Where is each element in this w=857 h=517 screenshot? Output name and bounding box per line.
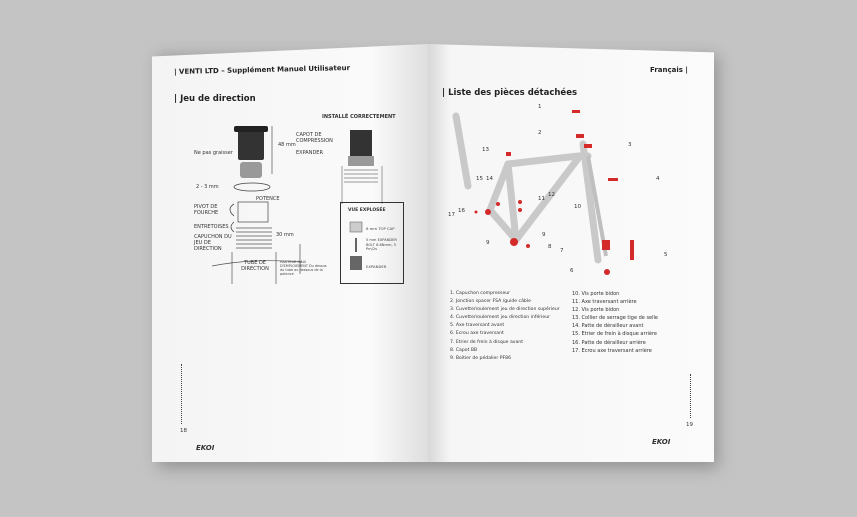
list-item: 2. Jonction spacer FSA /guide câble (450, 299, 531, 305)
section-title: | Liste des pièces détachées (442, 88, 578, 98)
callout-9: 9 (486, 240, 490, 246)
list-item: 6. Ecrou axe traversant (450, 331, 504, 337)
list-item: 16. Patte de dérailleur arrière (572, 339, 646, 346)
parts-list-col1: 1. Capuchon compresseur 2. Jonction spac… (450, 290, 560, 363)
section-title: | Jeu de direction (174, 94, 256, 104)
left-page: | VENTI LTD – Supplément Manuel Utilisat… (152, 44, 428, 462)
parts-list-col2: 10. Vis porte bidon 11. Axe traversant a… (572, 290, 658, 355)
label-48mm: 48 mm (278, 142, 296, 148)
list-item: 9. Boitier de pédalier PF86 (450, 355, 511, 361)
list-item: 1. Capuchon compresseur (450, 291, 511, 296)
exploded-view-box (340, 202, 404, 284)
exploded-title: VUE EXPLOSÉE (348, 208, 386, 213)
callout-10: 10 (574, 204, 581, 210)
callout-16: 16 (458, 208, 465, 214)
callout-4: 4 (656, 176, 660, 182)
exploded-top-cap: 6 mm TOP CAP (366, 226, 395, 231)
label-head-tube: TUBE DE DIRECTION (241, 260, 269, 272)
page-number: 19 (686, 422, 693, 428)
list-item: 12. Vis porte bidon (572, 307, 620, 314)
callout-17: 17 (448, 212, 455, 218)
list-item: 10. Vis porte bidon (572, 291, 620, 297)
callout-2: 2 (538, 130, 542, 136)
label-spacers: ENTRETOISES (194, 224, 229, 230)
callout-12: 12 (548, 192, 555, 198)
callout-6: 6 (570, 268, 574, 274)
right-page: Français | | Liste des pièces détachées … (428, 44, 714, 462)
dotted-rule (181, 364, 182, 424)
callout-13: 13 (482, 147, 489, 153)
callout-15: 15 (476, 176, 483, 182)
label-fork-pivot: PIVOT DE FOURCHE (194, 204, 219, 216)
callout-7: 7 (560, 248, 564, 254)
label-headset-cap: CAPUCHON DU JEU DE DIRECTION (194, 234, 232, 252)
ekoi-logo: EKOI (196, 444, 215, 452)
label-compression-cap: CAPOT DE COMPRESSION (296, 132, 333, 144)
label-no-grease: Ne pas graisser (194, 150, 233, 156)
language-label: Français | (650, 66, 688, 74)
callout-9b: 9 (542, 232, 546, 238)
list-item: 14. Patte de dérailleur avant (572, 323, 644, 330)
list-item: 13. Collier de serrage tige de selle (572, 315, 658, 322)
exploded-bolt: 5 mm EXPANDER BOLT 6.8Nmm, 5 Pm/2s (366, 238, 397, 251)
callout-8: 8 (548, 244, 552, 250)
label-stem: POTENCE (256, 196, 280, 202)
ekoi-logo: EKOI (652, 438, 671, 446)
callout-11: 11 (538, 196, 545, 202)
headset-diagram (211, 126, 383, 284)
list-item: 15. Etrier de frein à disque arrière (572, 331, 657, 338)
label-expander: EXPANDER (296, 150, 323, 156)
list-item: 5. Axe traversant avant (450, 323, 505, 329)
page-number: 18 (180, 428, 187, 434)
callout-3: 3 (628, 142, 632, 148)
label-gap: 2 - 3 mm (196, 184, 219, 190)
list-item: 7. Etrier de frein à disque avant (450, 339, 524, 345)
callout-5: 5 (664, 252, 668, 258)
installed-title: INSTALLÉ CORRECTEMENT (322, 114, 396, 120)
list-item: 3. Cuvette/roulement jeu de direction su… (450, 307, 560, 313)
list-item: 17. Ecrou axe traversant arrière (572, 347, 652, 354)
dotted-rule (690, 374, 691, 418)
list-item: 8. Capot BB (450, 347, 478, 353)
callout-1: 1 (538, 104, 542, 110)
list-item: 11. Axe traversant arrière (572, 299, 637, 306)
exploded-expander: EXPANDER (366, 264, 387, 269)
callout-14: 14 (486, 176, 493, 182)
list-item: 4. Cuvette/roulement jeu direction infér… (450, 315, 551, 321)
label-30mm: 30 mm (276, 232, 294, 238)
label-max-height: HAUTEUR MAXI D'EMPLOIEMENT Du dessus du … (280, 260, 327, 276)
bike-frame-diagram (452, 110, 634, 275)
